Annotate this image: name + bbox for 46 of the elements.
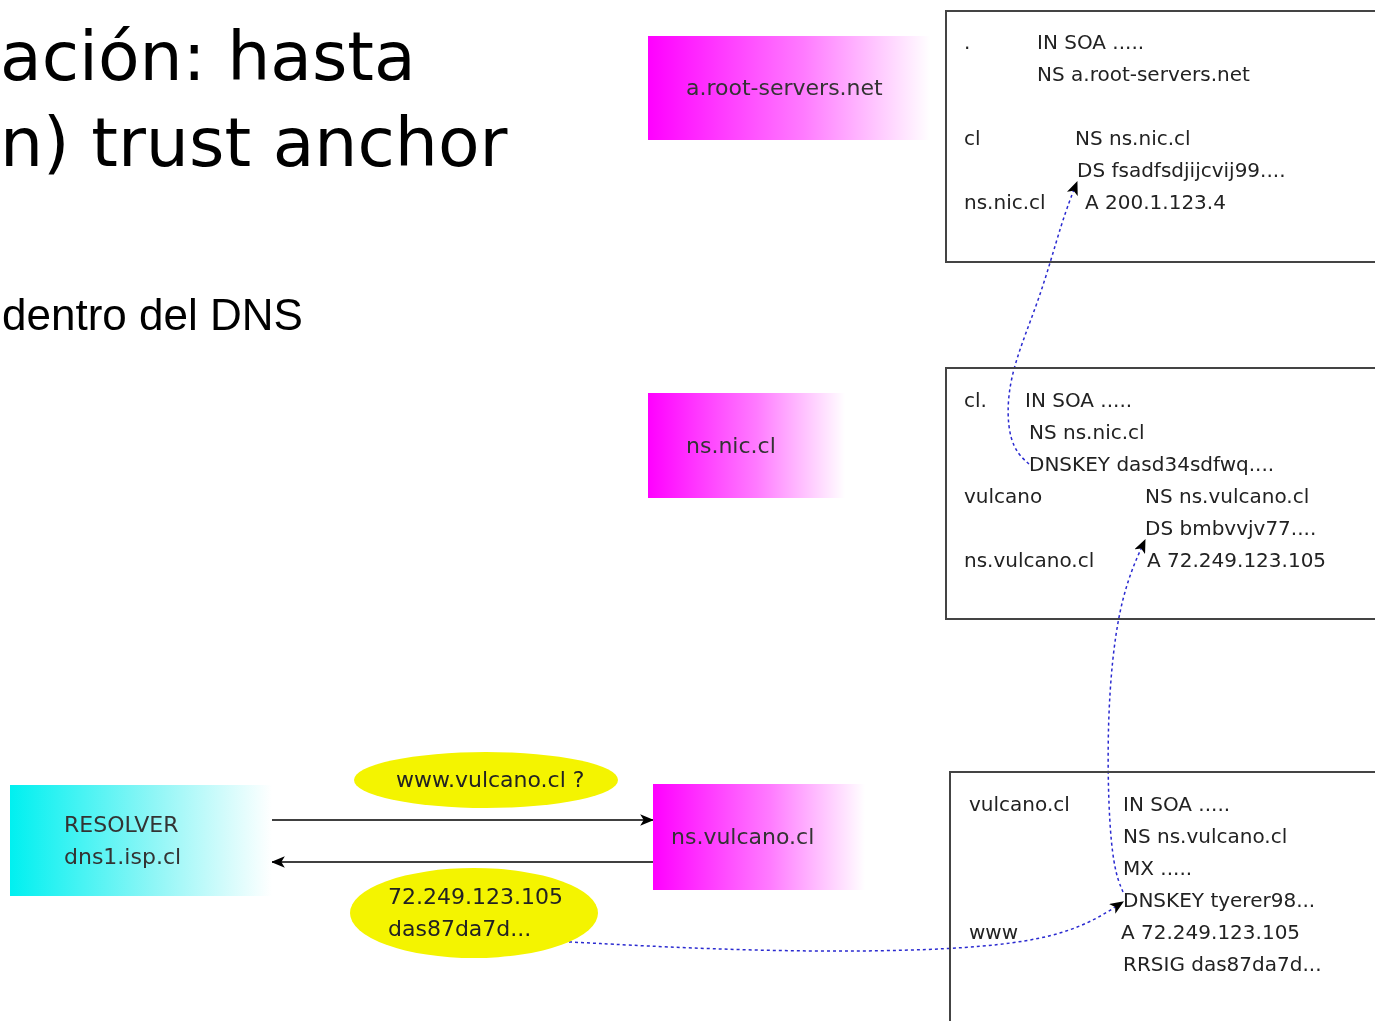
record-data: DNSKEY dasd34sdfwq.... [1029,452,1275,476]
arrow [271,814,655,826]
message-text: 72.249.123.105 [388,883,564,911]
server-box [648,393,845,498]
record-data: DS fsadfsdjijcvij99.... [1077,158,1286,182]
arrow [1107,538,1146,893]
record-name: cl. [964,388,987,412]
record-data: NS ns.nic.cl [1029,420,1145,444]
arrow [1007,180,1078,465]
server-label: ns.nic.cl [686,431,777,460]
record-name: vulcano.cl [969,792,1070,816]
server-label: ns.vulcano.cl [671,823,816,851]
record-data: A 200.1.123.4 [1085,190,1226,214]
zone-file-box [945,367,1375,620]
slide-text: dentro del DNS [2,290,303,340]
record-data: NS ns.vulcano.cl [1145,484,1310,508]
server-label: dns1.isp.cl [64,842,183,871]
record-data: DS bmbvvjv77.... [1145,516,1317,540]
record-data: NS ns.vulcano.cl [1123,824,1288,848]
record-data: MX ..... [1123,856,1193,880]
record-name: . [964,30,971,54]
slide-title: ación: hasta n) trust anchor [0,16,508,184]
server-label: RESOLVER [64,810,180,839]
message-text: das87da7d... [388,915,533,943]
record-data: NS ns.nic.cl [1075,126,1191,150]
record-name: ns.nic.cl [964,190,1046,214]
record-name: www [969,920,1019,944]
record-data: IN SOA ..... [1123,792,1231,816]
record-data: DNSKEY tyerer98... [1123,888,1316,912]
record-data: A 72.249.123.105 [1121,920,1301,944]
record-data: IN SOA ..... [1037,30,1145,54]
record-name: cl [964,126,981,150]
record-data: RRSIG das87da7d... [1123,952,1322,976]
zone-file-box [949,771,1375,1021]
server-box [10,785,272,896]
arrow [568,901,1124,952]
message-text: www.vulcano.cl ? [396,766,586,794]
record-data: A 72.249.123.105 [1147,548,1327,572]
record-data: IN SOA ..... [1025,388,1133,412]
server-box [648,36,930,140]
record-name: ns.vulcano.cl [964,548,1095,572]
server-label: a.root-servers.net [686,74,884,102]
zone-file-box [945,10,1375,263]
server-box [653,784,865,890]
record-data: NS a.root-servers.net [1037,62,1250,86]
record-name: vulcano [964,484,1043,508]
